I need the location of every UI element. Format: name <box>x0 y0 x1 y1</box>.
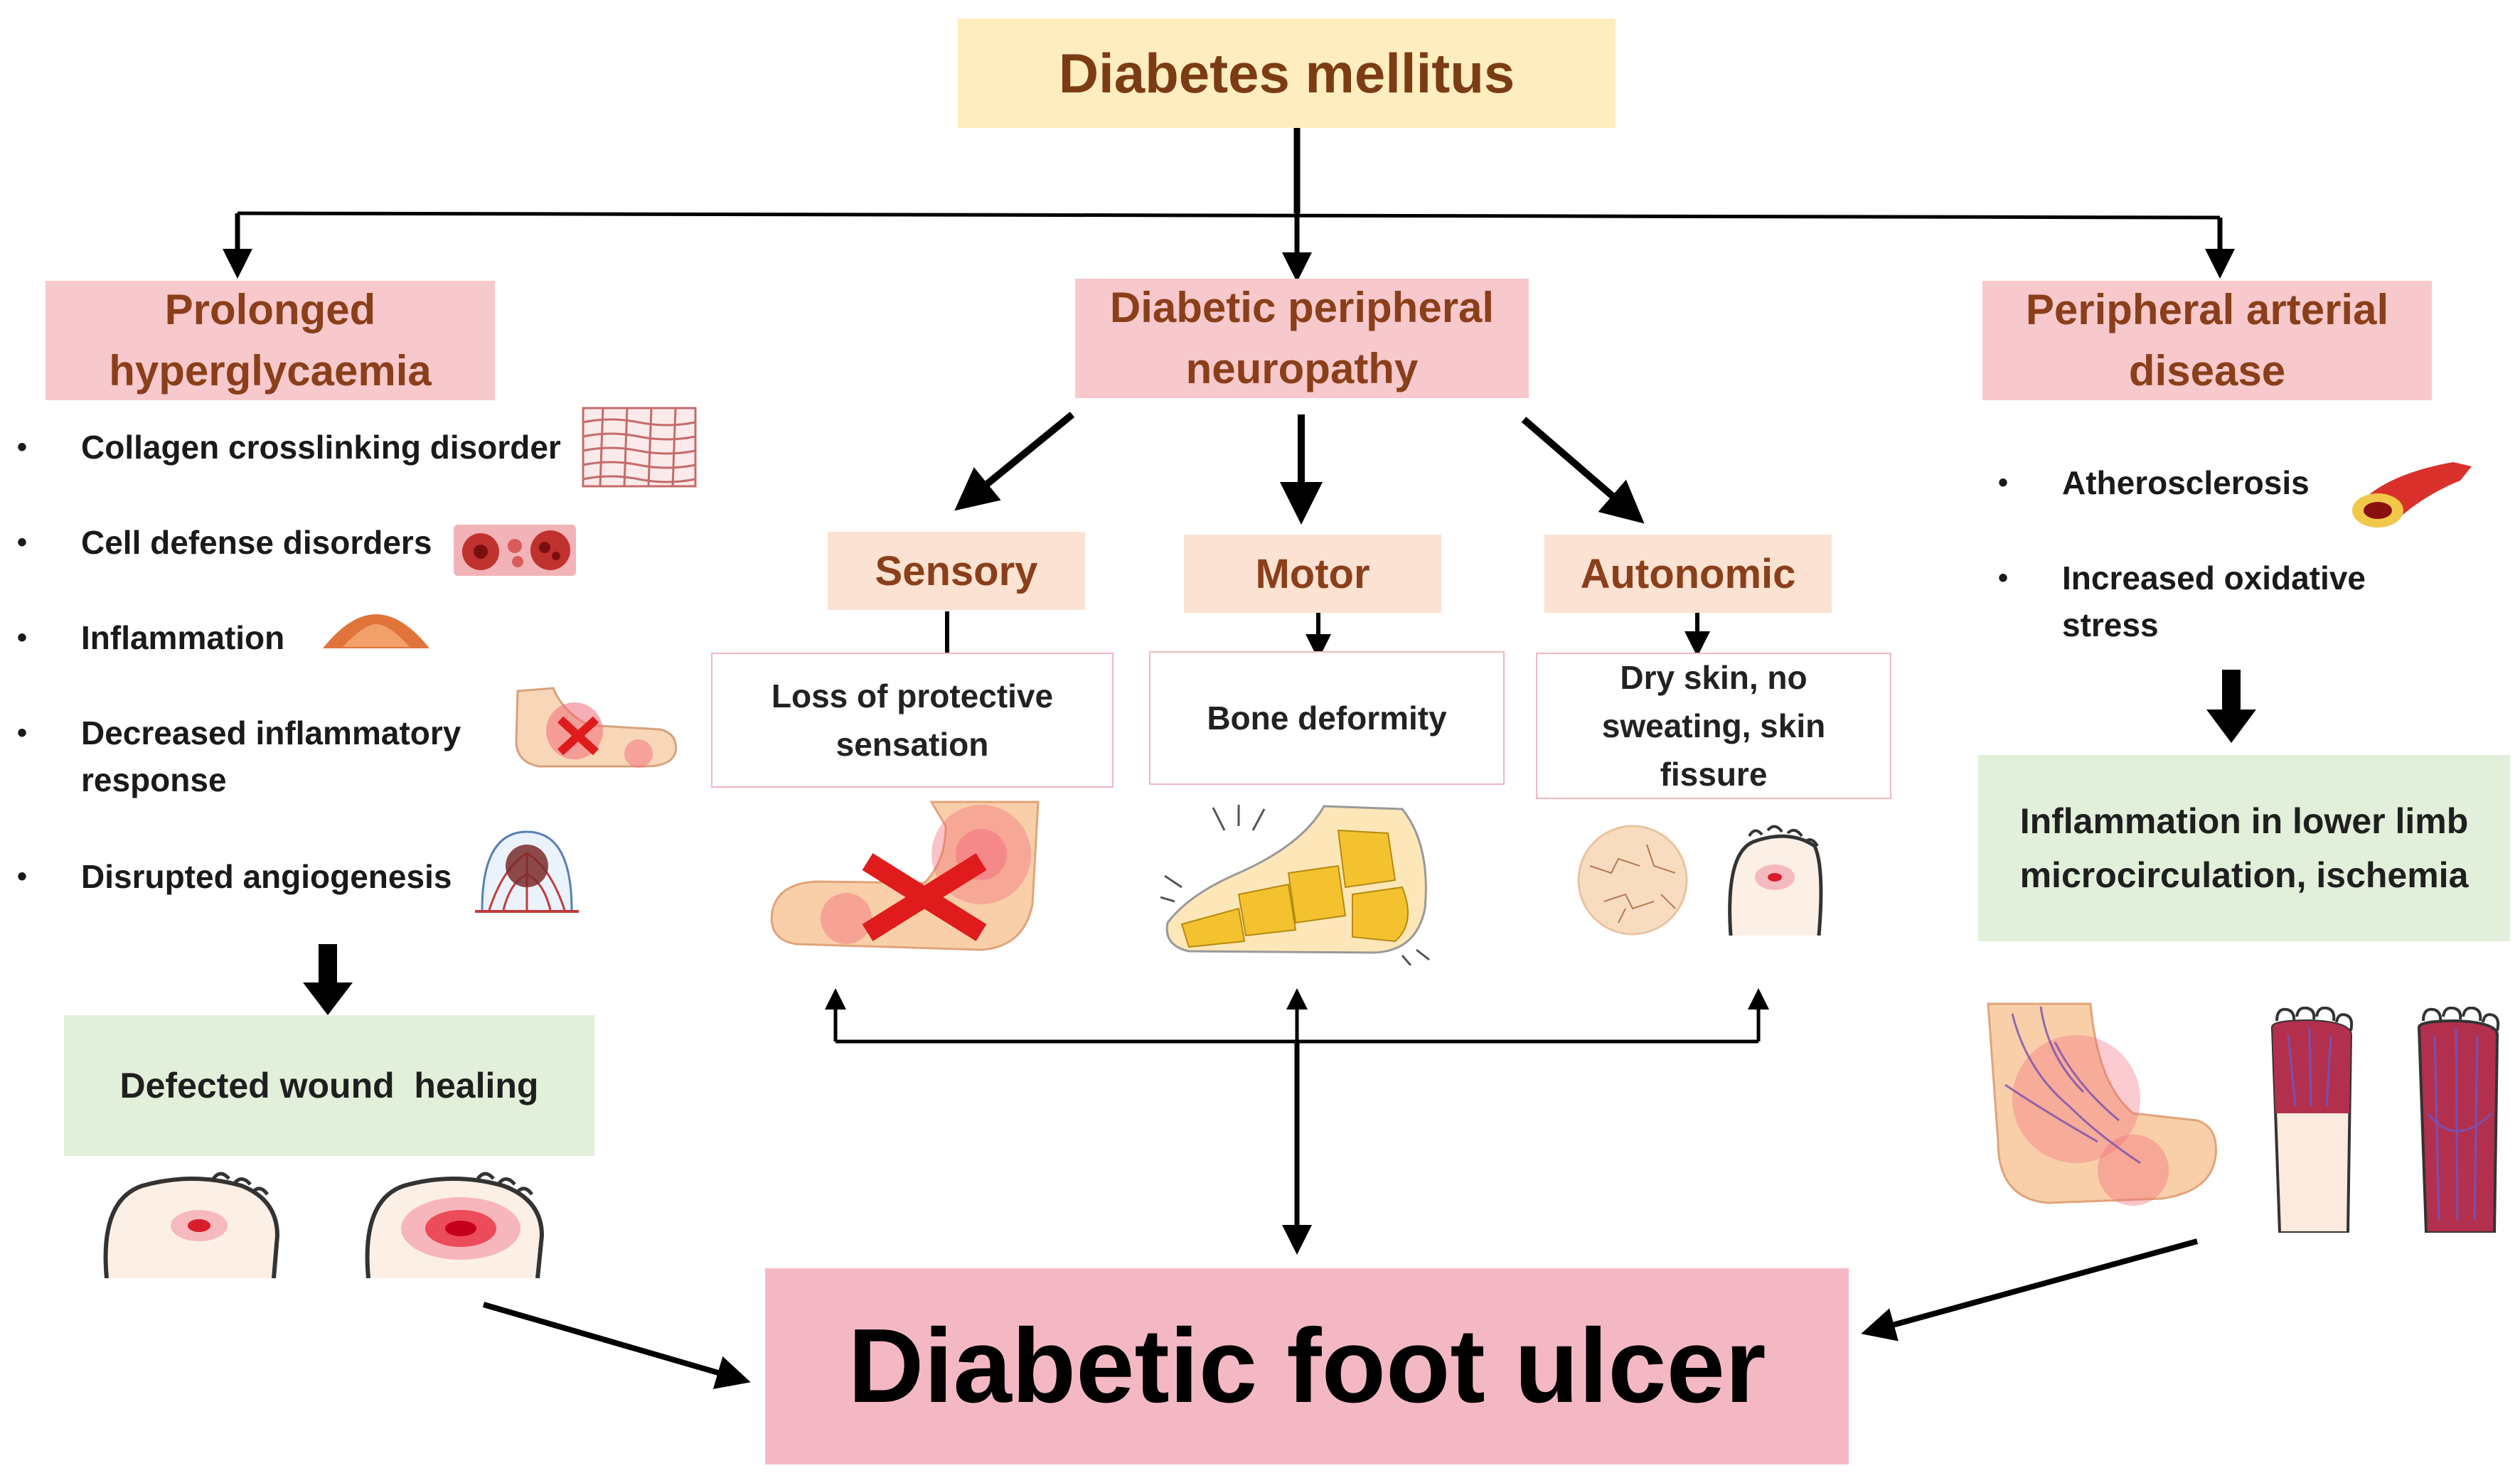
result-ischemia-label: Inflammation in lower limb microcirculat… <box>2019 801 2469 895</box>
effect-autonomic: Dry skin, no sweating, skin fissure <box>1536 653 1891 799</box>
ulcer-sole-icon <box>365 1172 545 1278</box>
ischemic-toes-icon <box>2271 1007 2354 1233</box>
cause-hyperglycaemia-label: Prolonged hyperglycaemia <box>109 286 432 395</box>
outcome-label: Diabetic foot ulcer <box>848 1307 1766 1425</box>
inflamed-foot-icon <box>515 687 678 768</box>
subtype-motor-label: Motor <box>1255 550 1370 597</box>
diagram-title: Diabetes mellitus <box>1058 41 1515 105</box>
list-item: •Decreased inflammatory response <box>17 714 461 798</box>
effect-autonomic-label: Dry skin, no sweating, skin fissure <box>1601 659 1826 793</box>
cause-arterial: Peripheral arterial disease <box>1982 281 2432 400</box>
effect-sensory: Loss of protective sensation <box>711 653 1114 788</box>
result-wound-healing: Defected wound healing <box>64 1015 594 1156</box>
list-item: •Collagen crosslinking disorder <box>17 429 561 466</box>
list-item: •Cell defense disorders <box>17 524 432 561</box>
artery-plaque-icon <box>2352 462 2472 528</box>
ischemic-foot-icon <box>1987 1002 2217 1206</box>
numb-foot-icon <box>770 800 1040 951</box>
inflammation-bump-icon <box>323 614 429 648</box>
ulcer-sole-icon <box>103 1172 280 1278</box>
hyperglycaemia-effects: •Collagen crosslinking disorder •Cell de… <box>17 424 721 895</box>
dry-skin-icon <box>1577 825 1688 936</box>
subtype-autonomic-label: Autonomic <box>1580 550 1796 597</box>
subtype-motor: Motor <box>1184 535 1441 613</box>
effect-sensory-label: Loss of protective sensation <box>771 678 1054 763</box>
list-item: •Increased oxidative stress <box>1998 559 2366 643</box>
title-box: Diabetes mellitus <box>958 18 1616 128</box>
list-item: •Disrupted angiogenesis <box>17 858 452 895</box>
cell-defense-icon <box>454 525 576 576</box>
angiogenesis-icon <box>475 830 579 913</box>
ischemic-toes-icon <box>2418 1007 2500 1233</box>
cause-neuropathy: Diabetic peripheral neuropathy <box>1075 279 1529 398</box>
list-item: •Inflammation <box>17 619 285 656</box>
fissured-sole-icon <box>1728 825 1823 936</box>
subtype-sensory: Sensory <box>828 532 1085 610</box>
subtype-autonomic: Autonomic <box>1544 535 1832 613</box>
outcome-box: Diabetic foot ulcer <box>765 1268 1849 1464</box>
cause-arterial-label: Peripheral arterial disease <box>2025 286 2389 395</box>
cause-neuropathy-label: Diabetic peripheral neuropathy <box>1109 284 1495 392</box>
effect-motor-label: Bone deformity <box>1207 700 1447 737</box>
subtype-sensory-label: Sensory <box>875 547 1038 594</box>
arterial-effects: •Atherosclerosis •Increased oxidative st… <box>1998 459 2489 673</box>
collagen-mesh-icon <box>582 407 697 488</box>
effect-motor: Bone deformity <box>1149 651 1505 785</box>
result-wound-healing-label: Defected wound healing <box>119 1066 539 1105</box>
result-ischemia: Inflammation in lower limb microcirculat… <box>1978 755 2510 941</box>
cause-hyperglycaemia: Prolonged hyperglycaemia <box>46 281 495 400</box>
list-item: •Atherosclerosis <box>1998 464 2310 501</box>
foot-bones-icon <box>1160 805 1430 965</box>
